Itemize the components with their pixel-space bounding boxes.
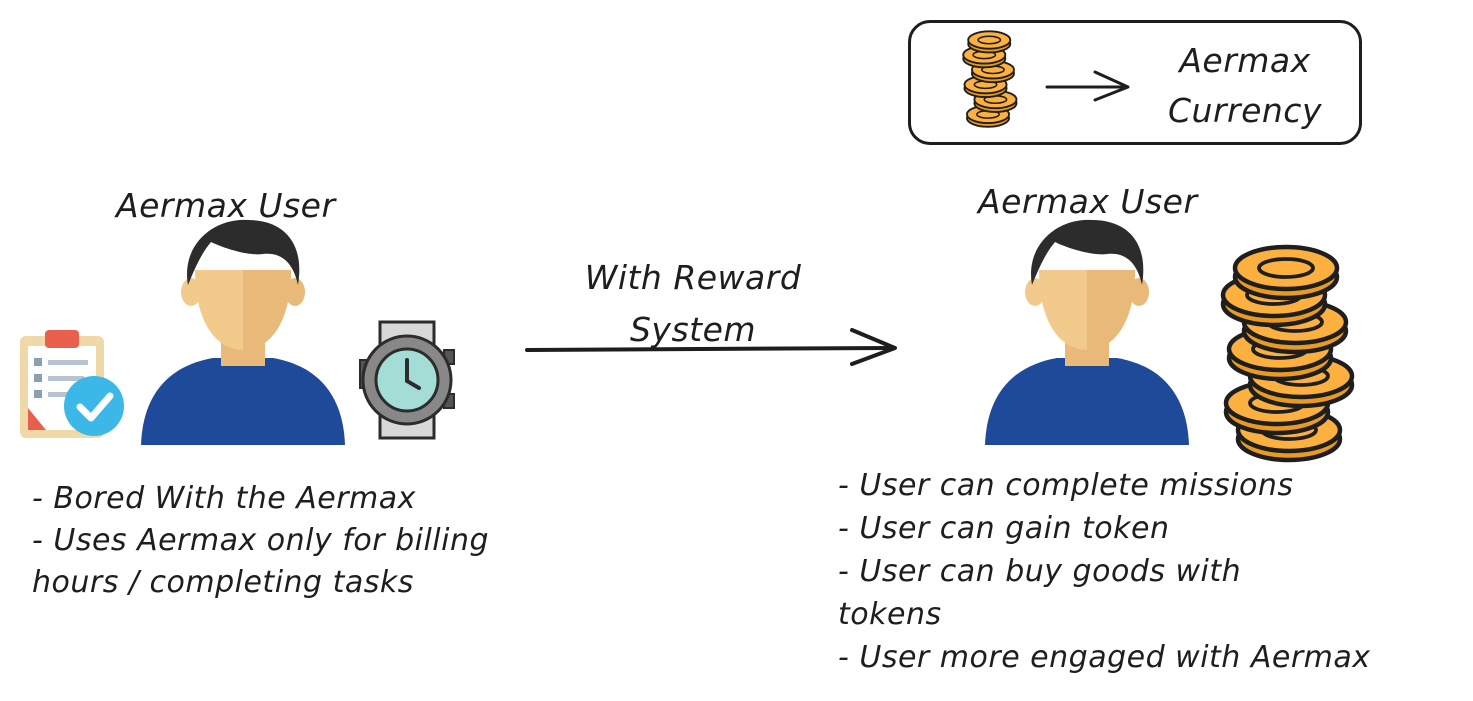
right-user-heading: Aermax User: [978, 182, 1198, 221]
legend-label: Aermax Currency: [1168, 41, 1322, 130]
right-user-avatar-icon: [985, 219, 1189, 445]
transition-arrow-icon: [525, 328, 897, 366]
transition-label: With Reward System: [584, 258, 802, 349]
left-user-bullets: - Bored With the Aermax - Uses Aermax on…: [32, 478, 489, 604]
list-item: - Bored With the Aermax: [32, 481, 416, 516]
coin-stack-icon: [1223, 247, 1352, 460]
left-user-avatar-icon: [141, 219, 345, 445]
list-item: - Uses Aermax only for billing: [32, 523, 490, 558]
left-user-heading: Aermax User: [116, 186, 336, 225]
list-item: - User can buy goods with: [838, 554, 1242, 589]
right-user-bullets: - User can complete missions - User can …: [838, 464, 1371, 679]
list-item: hours / completing tasks: [32, 565, 414, 600]
list-item: - User can gain token: [838, 511, 1170, 546]
list-item: - User more engaged with Aermax: [838, 640, 1371, 675]
clipboard-checklist-icon: [20, 330, 124, 438]
list-item: - User can complete missions: [838, 468, 1294, 503]
list-item: tokens: [838, 597, 942, 632]
legend-arrow-icon: [1045, 70, 1130, 102]
wristwatch-icon: [359, 320, 455, 440]
legend-box: [908, 20, 1362, 145]
